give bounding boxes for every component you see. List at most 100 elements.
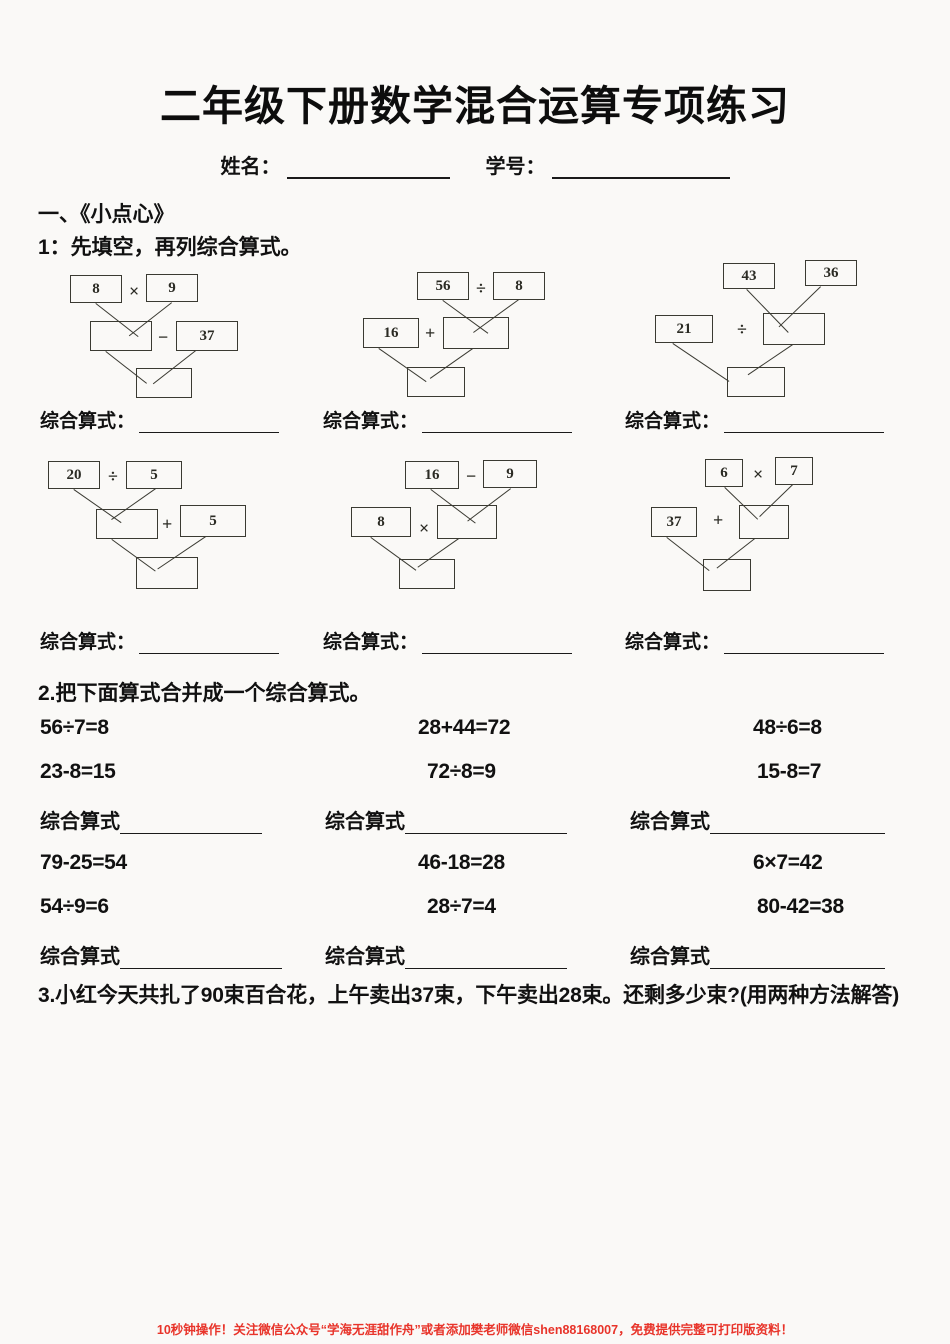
diagram-5-top-left-box[interactable]: 16	[405, 461, 459, 489]
diagram-4: 20 ÷ 5 + 5	[28, 447, 328, 597]
combined-expression-3[interactable]: 综合算式：	[625, 406, 885, 433]
diagram-1-middle-right-box[interactable]: 37	[176, 321, 238, 351]
diagram-1-top-left-box[interactable]: 8	[70, 275, 122, 303]
student-id-blank-line[interactable]	[551, 158, 730, 179]
combined-expression-label: 综合算式：	[323, 632, 419, 653]
combined-expression-6[interactable]: 综合算式：	[625, 627, 885, 654]
diagram-5: 16 − 9 8 ×	[345, 447, 645, 597]
combined-answer-blank[interactable]	[710, 952, 885, 969]
diagram-4-top-operator: ÷	[108, 466, 118, 486]
diagram-3-middle-left-box[interactable]: 21	[655, 315, 713, 343]
diagram-6-middle-left-box[interactable]: 37	[651, 507, 697, 537]
combined-answer-1[interactable]: 综合算式	[40, 805, 262, 834]
diagram-2-result-box[interactable]	[407, 367, 465, 397]
diagram-3-top-left-box[interactable]: 43	[723, 263, 775, 289]
combined-answer-blank[interactable]	[405, 952, 567, 969]
diagram-5-top-right-box[interactable]: 9	[483, 460, 537, 488]
combined-expression-blank[interactable]	[422, 415, 573, 433]
combined-expression-blank[interactable]	[724, 415, 885, 433]
equation-line: 56÷7=8 28+44=72 48÷6=8	[0, 716, 950, 760]
name-field[interactable]: 姓名：	[221, 150, 450, 179]
combined-answer-2[interactable]: 综合算式	[325, 805, 567, 834]
diagram-6-result-box[interactable]	[703, 559, 751, 591]
diagram-3-connector-3	[672, 343, 730, 382]
diagram-4-top-left-box[interactable]: 20	[48, 461, 100, 489]
combined-answer-blank[interactable]	[120, 817, 262, 834]
diagram-3-middle-right-box[interactable]	[763, 313, 825, 345]
diagram-2-middle-operator: +	[425, 323, 436, 343]
equation-item: 56÷7=8	[40, 716, 109, 739]
equation-line: 54÷9=6 28÷7=4 80-42=38	[0, 895, 950, 939]
combined-expression-blank[interactable]	[422, 636, 573, 654]
diagram-4-top-right-box[interactable]: 5	[126, 461, 182, 489]
combined-expression-row-1: 综合算式： 综合算式： 综合算式：	[0, 406, 950, 436]
equation-item: 79-25=54	[40, 851, 127, 874]
diagram-3-result-box[interactable]	[727, 367, 785, 397]
diagram-5-middle-right-box[interactable]	[437, 505, 497, 539]
diagram-1-result-box[interactable]	[136, 368, 192, 398]
question-1-title: 1：先填空，再列综合算式。	[38, 236, 302, 259]
equation-item: 72÷8=9	[427, 760, 496, 783]
diagram-1-top-right-box[interactable]: 9	[146, 274, 198, 302]
combined-expression-label: 综合算式：	[40, 632, 136, 653]
equation-item: 28÷7=4	[427, 895, 496, 918]
combined-answer-label: 综合算式	[325, 946, 405, 968]
answer-row-1: 综合算式 综合算式 综合算式	[0, 805, 950, 837]
name-blank-line[interactable]	[286, 158, 450, 179]
page-title: 二年级下册数学混合运算专项练习	[160, 83, 790, 129]
diagram-6-middle-right-box[interactable]	[739, 505, 789, 539]
combined-expression-blank[interactable]	[724, 636, 885, 654]
diagram-2-top-operator: ÷	[476, 278, 486, 298]
diagram-5-middle-left-box[interactable]: 8	[351, 507, 411, 537]
equation-line: 79-25=54 46-18=28 6×7=42	[0, 851, 950, 895]
diagram-2-top-right-box[interactable]: 8	[493, 272, 545, 300]
equation-item: 28+44=72	[418, 716, 511, 739]
diagram-4-middle-right-box[interactable]: 5	[180, 505, 246, 537]
diagram-2-top-left-box[interactable]: 56	[417, 272, 469, 300]
equation-item: 23-8=15	[40, 760, 116, 783]
student-id-field[interactable]: 学号：	[486, 150, 730, 179]
combined-expression-1[interactable]: 综合算式：	[40, 406, 280, 433]
diagram-2-middle-right-box[interactable]	[443, 317, 509, 349]
diagram-5-result-box[interactable]	[399, 559, 455, 589]
equation-group-2: 79-25=54 46-18=28 6×7=42 54÷9=6 28÷7=4 8…	[0, 851, 950, 939]
combined-expression-label: 综合算式：	[323, 411, 419, 432]
combined-answer-blank[interactable]	[405, 817, 567, 834]
equation-item: 54÷9=6	[40, 895, 109, 918]
diagram-1: 8 × 9 − 37	[28, 255, 328, 405]
combined-answer-4[interactable]: 综合算式	[40, 940, 282, 969]
combined-expression-5[interactable]: 综合算式：	[323, 627, 573, 654]
combined-answer-label: 综合算式	[40, 811, 120, 833]
question-2-title: 2.把下面算式合并成一个综合算式。	[38, 682, 371, 705]
answer-row-2: 综合算式 综合算式 综合算式	[0, 940, 950, 972]
combined-answer-blank[interactable]	[710, 817, 885, 834]
combined-answer-5[interactable]: 综合算式	[325, 940, 567, 969]
equation-item: 6×7=42	[753, 851, 823, 874]
diagram-1-middle-left-box[interactable]	[90, 321, 152, 351]
diagram-6-top-right-box[interactable]: 7	[775, 457, 813, 485]
diagram-4-result-box[interactable]	[136, 557, 198, 589]
combined-answer-6[interactable]: 综合算式	[630, 940, 885, 969]
diagram-4-middle-left-box[interactable]	[96, 509, 158, 539]
diagram-2-middle-left-box[interactable]: 16	[363, 318, 419, 348]
combined-expression-blank[interactable]	[139, 636, 280, 654]
combined-expression-4[interactable]: 综合算式：	[40, 627, 280, 654]
diagram-3: 43 36 21 ÷	[645, 255, 945, 405]
diagram-6-top-left-box[interactable]: 6	[705, 459, 743, 487]
equation-item: 80-42=38	[757, 895, 844, 918]
diagram-row-1: 8 × 9 − 37 56 ÷ 8 16	[0, 255, 950, 405]
combined-answer-blank[interactable]	[120, 952, 282, 969]
combined-answer-label: 综合算式	[630, 811, 710, 833]
combined-expression-2[interactable]: 综合算式：	[323, 406, 573, 433]
equation-item: 15-8=7	[757, 760, 822, 783]
name-label: 姓名：	[220, 156, 281, 178]
combined-expression-label: 综合算式：	[40, 411, 136, 432]
diagram-4-middle-operator: +	[162, 514, 173, 534]
combined-expression-blank[interactable]	[139, 415, 280, 433]
diagram-1-top-operator: ×	[129, 281, 140, 301]
diagram-3-top-right-box[interactable]: 36	[805, 260, 857, 286]
combined-answer-3[interactable]: 综合算式	[630, 805, 885, 834]
student-info-row: 姓名： 学号：	[0, 150, 950, 179]
combined-answer-label: 综合算式	[40, 946, 120, 968]
